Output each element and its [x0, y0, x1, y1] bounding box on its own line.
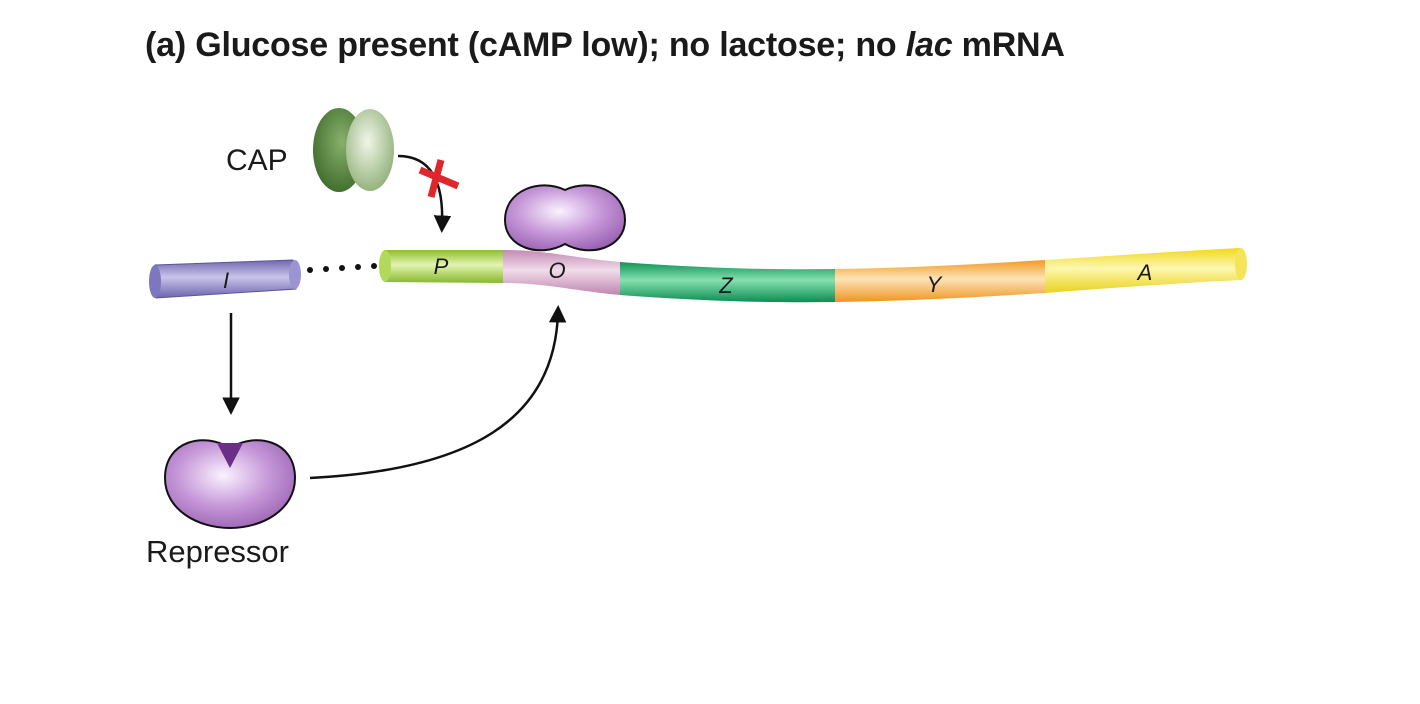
- repressor-label: Repressor: [146, 534, 289, 569]
- gene-label-p: P: [434, 254, 449, 279]
- operon-end-cap: [1235, 248, 1247, 280]
- promoter-end-cap: [379, 250, 391, 282]
- gene-promoter-p: [385, 250, 503, 283]
- bound-repressor: [503, 184, 627, 252]
- figure-title: (a) Glucose present (cAMP low); no lacto…: [145, 26, 1065, 65]
- gene-label-z: Z: [718, 273, 734, 298]
- gene-z: [620, 262, 835, 303]
- repressor-binding-arrow: [309, 305, 567, 480]
- repressor-protein: [163, 439, 297, 530]
- dotted-spacer: [307, 263, 377, 273]
- gene-operator-o: [503, 250, 620, 295]
- gene-y: [835, 260, 1045, 302]
- gene-regulator-i: I: [149, 259, 301, 299]
- blocked-x-icon: [418, 159, 460, 198]
- title-text: (a) Glucose present (cAMP low); no lacto…: [145, 26, 906, 64]
- gene-label-o: O: [548, 258, 565, 283]
- gene-label-i: I: [223, 268, 229, 293]
- gene-label-a: A: [1136, 260, 1153, 285]
- gene-a: [1045, 248, 1242, 293]
- cap-protein: [313, 108, 394, 192]
- gene-label-y: Y: [927, 272, 943, 297]
- cap-label: CAP: [226, 144, 288, 177]
- title-suffix-text: mRNA: [952, 26, 1065, 64]
- title-italic-text: lac: [905, 26, 953, 64]
- operon-dna: P O Z Y A: [379, 248, 1247, 303]
